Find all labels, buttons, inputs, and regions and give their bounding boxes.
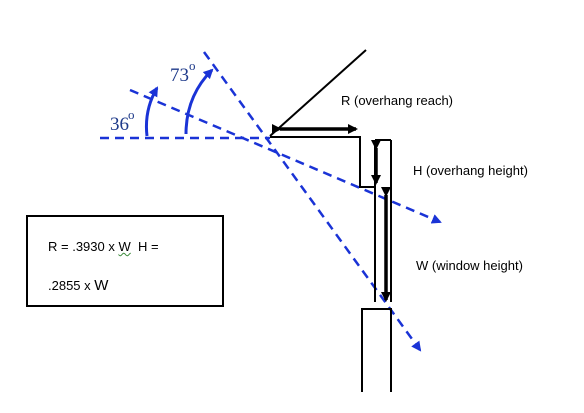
angle-36-label: 36 xyxy=(110,114,129,135)
overhang-height-label: H (overhang height) xyxy=(413,163,528,178)
formula-box: R = .3930 x W H = .2855 x W xyxy=(26,215,224,307)
sun-ray-36-line xyxy=(129,88,442,224)
formula-line-1: R = .3930 x W H = xyxy=(48,239,159,254)
angle-73-degree: o xyxy=(189,58,196,73)
formula-h-coefficient: .2855 x xyxy=(48,278,95,293)
wall-lower xyxy=(361,308,392,392)
window-height-label: W (window height) xyxy=(416,258,523,273)
formula-line-2: .2855 x W xyxy=(48,277,108,294)
overhang-outline xyxy=(270,136,375,188)
angle-arc-73 xyxy=(184,68,214,135)
formula-h-variable: W xyxy=(94,277,109,294)
roof-line xyxy=(269,49,367,137)
formula-r-variable: W xyxy=(118,239,131,254)
formula-r-prefix: R = .3930 x xyxy=(48,239,119,254)
angle-arc-36 xyxy=(145,86,159,137)
angle-73-label: 73 xyxy=(170,65,189,86)
formula-h-part: H = xyxy=(130,239,159,254)
angle-36-degree: o xyxy=(128,107,135,122)
overhang-reach-label: R (overhang reach) xyxy=(341,93,453,108)
